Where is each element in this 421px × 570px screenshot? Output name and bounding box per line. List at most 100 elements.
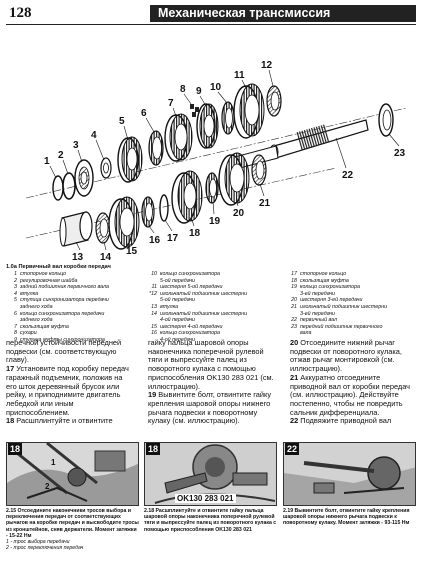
caption-text: 2.15 Отсоедините наконечники тросов выбо… [6,508,139,539]
legend-item-number [286,311,297,318]
legend-item-number: *12 [149,290,157,297]
callout-1: 1 [44,156,50,167]
legend-item-number [146,317,157,324]
text-column-3: 20 Отсоедините нижний рычаг подвески от … [290,338,416,426]
callout-15: 15 [126,246,138,257]
caption-text: 2.19 Вывинтите болт, отвинтите гайку кре… [283,508,410,527]
step-text: Расшплинтуйте и отвинтите [14,416,113,426]
legend-item-text: втулка [160,303,179,310]
legend-item-number: 7 [14,323,17,330]
photo-gear-cables-drawing: 1 2 [7,443,138,505]
legend-item-text: 3-ей передачи [300,290,335,297]
legend-item: 5-ой передачи [146,297,247,304]
callout-3: 3 [73,140,79,151]
paragraph-continued: гайку пальца шаровой опоры наконечника п… [148,338,274,391]
legend-item-number [286,330,297,337]
legend-item-text: ступица муфты синхронизатора [20,336,105,343]
bottom-row-parts [59,152,267,250]
tool-code-label: OK130 283 021 [175,494,236,503]
legend-item: 4-ой передачи [146,317,247,324]
legend-item-text: 5-ой передачи [160,277,195,284]
legend-item-number: 23 [291,323,297,330]
paragraph-continued: перечной устойчивости передней подвески … [6,338,122,365]
legend-item-number: 11 [151,284,158,291]
legend-title: 1.0а Первичный вал коробки передач [6,264,111,270]
part-15 [108,196,140,250]
callout-22: 22 [342,170,354,181]
top-row-parts [52,83,394,201]
callout-6: 6 [141,108,147,119]
text-column-1: перечной устойчивости передней подвески … [6,338,132,426]
callout-5: 5 [119,116,125,127]
callout-16: 16 [149,235,161,246]
legend-item-number: 10 [151,271,157,277]
legend-item: 3-ей передачи [286,311,387,318]
legend-item-number: 14 [151,310,157,317]
legend-item-number: 9 [14,336,17,343]
callout-4: 4 [91,130,97,141]
part-21 [251,154,267,186]
step-number: 19 [148,390,157,400]
step-text: Установите под коробку передач гаражный … [6,364,129,417]
section-title: Механическая трансмиссия [150,5,416,22]
step-text: Подвяжите приводной вал [298,416,392,426]
legend-item-number [146,297,157,304]
legend-item-number: 13 [151,303,157,310]
photo-gear-cables: 18 1 2 [6,442,139,506]
part-3 [74,159,94,197]
legend-item-number: 17 [291,271,297,277]
photo-lower-arm-drawing [284,443,415,505]
part-9 [196,103,219,149]
body-text: перечной устойчивости передней подвески … [6,338,416,442]
leader-lines [49,69,400,251]
part-17 [159,194,169,222]
legend-item-number: 2 [14,277,17,284]
legend-item-text: ступица синхронизатора передачи [20,297,109,304]
legend-item: 4-ой передачи [146,337,247,344]
caption-gear-cables: 2.15 Отсоедините наконечники тросов выбо… [6,508,139,551]
part-8 [190,104,199,117]
caption-legend-1: 1 - трос выбора передачи [6,539,70,546]
photo-number: 18 [8,443,22,455]
legend-item-text: игольчатый подшипник шестерни [160,310,248,317]
legend-item-text: шестерня 4-ой передачи [160,323,223,330]
photo-tie-rod-puller: 18 OK130 283 021 [144,442,277,506]
part-6 [148,130,164,166]
photo-number: 18 [146,443,160,455]
part-16 [141,196,155,228]
callout-23: 23 [394,148,406,159]
legend-item-number: 20 [291,297,297,304]
caption-text: 2.18 Расшплинтуйте и отвинтите гайку пал… [144,508,277,533]
legend-item-number: 18 [291,277,297,284]
callout-12: 12 [261,60,273,71]
legend-item-text: игольчатый подшипник шестерни [300,303,388,310]
legend-item-text: шестерня 5-ой передачи [160,284,223,291]
part-20 [218,152,250,206]
callout-7: 7 [168,98,174,109]
legend-item-text: сухари [20,330,37,337]
text-column-2: гайку пальца шаровой опоры наконечника п… [148,338,274,426]
callout-2: 2 [58,150,64,161]
callout-10: 10 [210,82,222,93]
part-18 [171,170,203,224]
callout-19: 19 [209,216,221,227]
header-rule [6,24,416,25]
callout-17: 17 [167,233,179,244]
step-number: 22 [290,416,299,426]
